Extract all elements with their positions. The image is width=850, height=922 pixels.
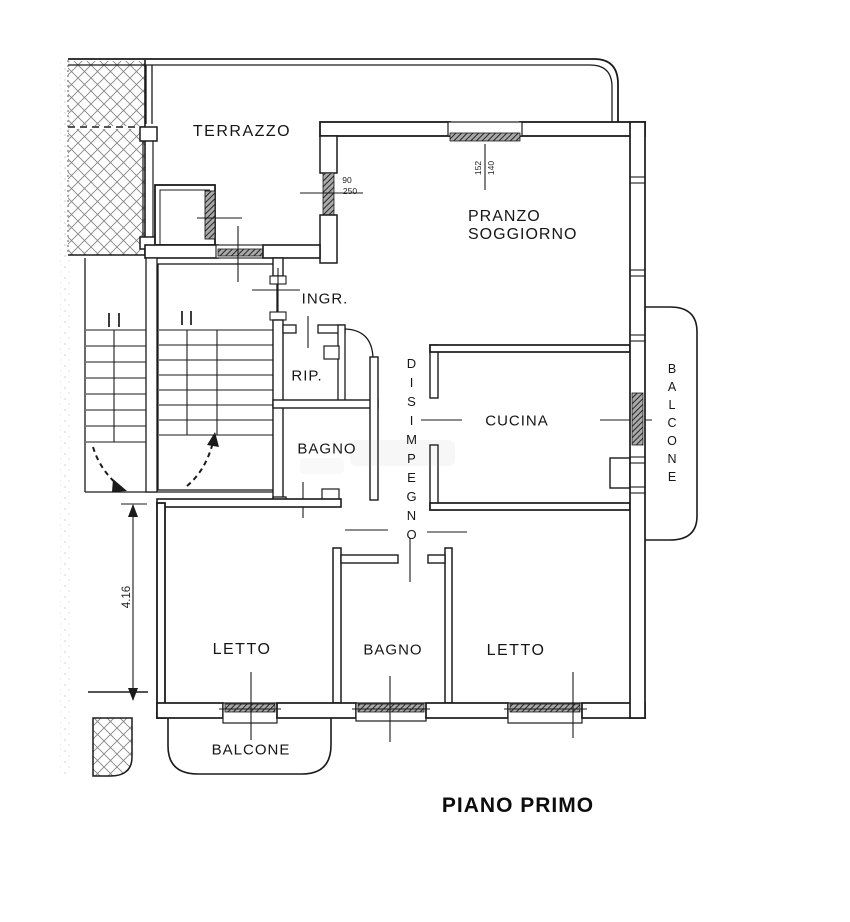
stair-direction-ticks [108,311,192,327]
terrazzo-bottom-wall [144,217,321,282]
room-label-cucina: CUCINA [485,412,549,430]
terrazzo-parapet [68,58,619,124]
bedroom-walls [156,498,467,719]
room-label-pranzo-line2: SOGGIORNO [468,226,578,243]
top-wall [319,121,646,190]
stair-treads-right [159,329,277,436]
corridor-walls [421,344,462,511]
room-label-bagno-lower: BAGNO [363,641,423,659]
dim-window-b: 140 [486,160,496,176]
bottom-wall [156,672,646,742]
dim-door-height: 250 [342,186,358,196]
dimension-line-416 [121,503,147,701]
room-label-disimpegno: DISIMPEGNO [404,356,419,546]
dim-door-width: 90 [342,175,352,185]
room-label-terrazzo: TERRAZZO [192,123,292,140]
room-label-letto-left: LETTO [212,641,272,658]
bagno-upper-walls [272,356,379,518]
stair-treads-left [86,329,146,443]
room-label-letto-right: LETTO [486,642,546,659]
room-label-balcone-bottom: BALCONE [211,741,291,759]
dim-window-a: 152 [473,160,483,176]
terrace-storage-room [154,184,216,246]
stair-arrows [92,432,219,492]
room-label-ingresso: INGR. [301,290,349,308]
scan-watermark [300,440,455,474]
terrazzo-soggiorno-wall [300,135,363,264]
section-wall-hatch [60,60,148,777]
stairwell [84,257,278,493]
room-label-balcone-right: BALCONE [665,362,679,488]
room-label-ripostiglio: RIP. [291,367,323,385]
cucina-walls [429,344,652,511]
window-dimension-crosses [219,672,587,742]
room-label-pranzo-line1: PRANZO [468,208,541,225]
balcony-right-outline [645,306,698,541]
balcony-bottom-outline [167,718,332,775]
right-wall [629,121,646,719]
room-label-pranzo-soggiorno: PRANZO SOGGIORNO [468,208,577,244]
dim-stairwell-depth: 4.16 [121,585,133,609]
room-label-bagno-upper: BAGNO [297,440,357,458]
ripostiglio-walls [282,316,374,404]
plan-title: PIANO PRIMO [441,794,595,817]
